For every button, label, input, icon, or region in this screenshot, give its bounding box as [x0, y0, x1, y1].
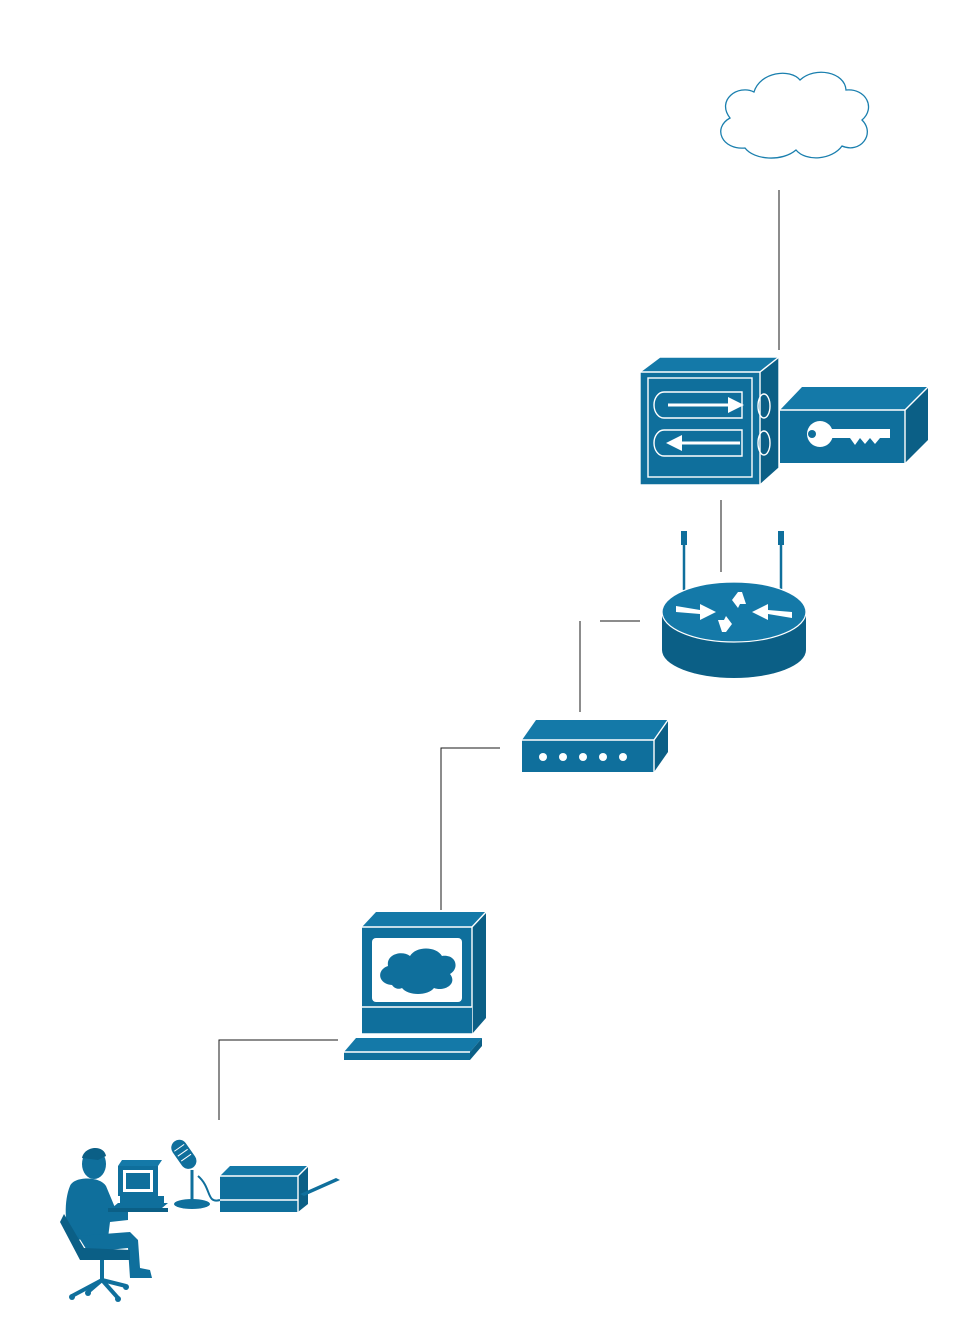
- connector-modem-workstation: [440, 747, 500, 910]
- modem-icon: [522, 719, 669, 772]
- web-terminal-icon: [344, 911, 487, 1060]
- connectors: [218, 190, 780, 1120]
- key-box-icon: [780, 386, 929, 463]
- wireless-router-icon: [661, 531, 807, 678]
- printer-icon: [220, 1165, 340, 1212]
- cloud-icon: [720, 71, 870, 159]
- connector-workstation-user: [218, 1039, 338, 1120]
- firewall-icon: [639, 356, 780, 486]
- microphone-icon: [171, 1139, 221, 1209]
- person-at-desk-icon: [60, 1147, 168, 1302]
